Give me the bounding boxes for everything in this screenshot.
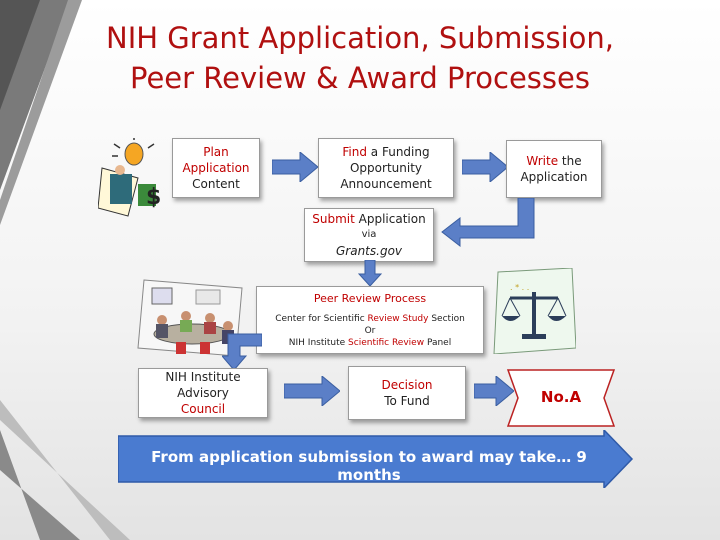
content-label: Content — [192, 177, 240, 191]
arrow-elbow-down-left — [441, 198, 535, 248]
arrow-right-3 — [284, 376, 340, 406]
title-line-2: Peer Review & Award Processes — [130, 61, 590, 95]
submit-line-1: Submit Application — [312, 212, 426, 226]
council-line-1: NIH Institute Advisory — [165, 370, 241, 400]
arrow-right-4 — [474, 376, 514, 406]
advisory-council-box: NIH Institute Advisory Council — [138, 368, 268, 418]
noa-label: No.A — [540, 388, 582, 406]
peer-review-title: Peer Review Process — [313, 292, 427, 305]
title-line-1: NIH Grant Application, Submission, — [106, 21, 614, 55]
review-line-2: Or — [364, 326, 376, 336]
lightbulb-person-icon: $ — [98, 138, 161, 217]
svg-text:. * . .: . * . . — [510, 283, 529, 292]
arrow-down-1 — [358, 260, 382, 286]
review-line-1: Center for Scientific Review Study Secti… — [275, 314, 465, 324]
arrow-right-1 — [272, 152, 318, 182]
arrow-elbow-left-down — [222, 333, 262, 370]
submit-line-3: Grants.gov — [335, 244, 403, 258]
submit-application-box: Submit Application via Grants.gov — [304, 208, 434, 262]
meeting-clipart-icon — [137, 279, 243, 357]
svg-text:$: $ — [146, 185, 161, 210]
decision-line-2: To Fund — [384, 394, 430, 408]
decision-line-1: Decision — [381, 378, 433, 392]
decision-box: Decision To Fund — [348, 366, 466, 420]
timeline-banner-text: From application submission to award may… — [151, 448, 587, 484]
find-line-2: Opportunity — [349, 161, 422, 175]
plan-application-box: Plan Application Content — [172, 138, 260, 198]
review-line-3: NIH Institute Scientific Review Panel — [288, 338, 452, 348]
write-line-2: Application — [520, 170, 588, 184]
timeline-banner-arrow — [118, 430, 634, 488]
noa-ribbon — [506, 369, 616, 427]
arrow-right-2 — [462, 152, 508, 182]
submit-line-2: via — [361, 229, 377, 240]
write-line-1: Write the — [526, 154, 582, 168]
write-application-box: Write the Application — [506, 140, 602, 198]
peer-review-box: Peer Review Process Center for Scientifi… — [256, 286, 484, 354]
application-label: Application — [182, 161, 250, 175]
find-funding-box: Find a Funding Opportunity Announcement — [318, 138, 454, 198]
plan-label: Plan — [203, 145, 229, 159]
scales-of-justice-icon: . * . . — [493, 268, 576, 354]
council-line-2: Council — [180, 402, 226, 416]
find-line-1: Find a Funding — [342, 145, 430, 159]
find-line-3: Announcement — [340, 177, 432, 191]
page-title: NIH Grant Application, Submission, Peer … — [60, 18, 660, 98]
